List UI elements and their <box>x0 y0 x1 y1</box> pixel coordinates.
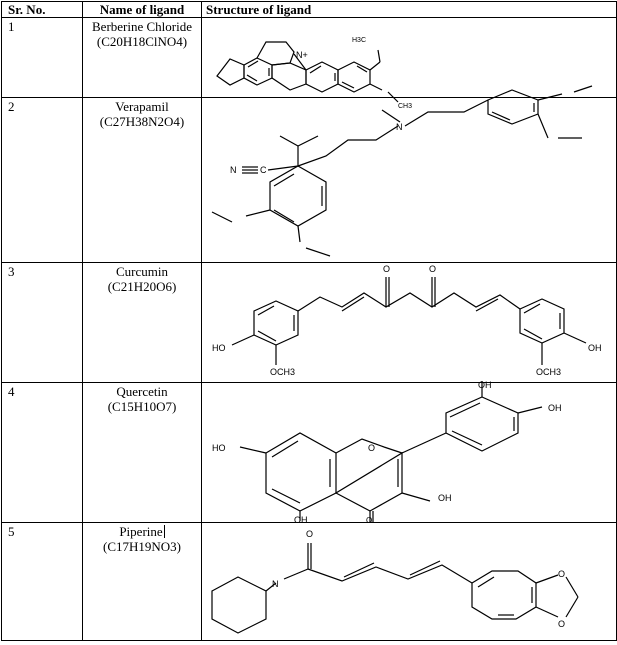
piperine-structure-icon: N O O O <box>211 529 579 634</box>
header-sr-no: Sr. No. <box>1 1 83 18</box>
ligand-name: Berberine Chloride <box>92 19 192 34</box>
sr-no-cell: 3 <box>1 262 83 383</box>
sr-no-cell: 5 <box>1 522 83 641</box>
table-row: 4 Quercetin (C15H10O7) HO OH O O <box>1 380 617 525</box>
structure-cell: N+ H3C CH3 <box>201 17 617 110</box>
name-cell: Berberine Chloride (C20H18ClNO4) <box>82 17 202 98</box>
dioxole-o2-label: O <box>558 619 565 629</box>
oh-right-label: OH <box>548 403 562 413</box>
text-cursor <box>163 525 165 538</box>
h3c-label: H3C <box>352 37 366 44</box>
amide-o-label: O <box>306 529 313 539</box>
table-row: 5 Piperine (C17H19NO3) N O <box>1 522 617 641</box>
piperidine-n-label: N <box>272 579 279 589</box>
table-row: 3 Curcumin (C21H20O6) HO OCH3 O O <box>1 262 617 383</box>
verapamil-structure-icon: N C N <box>211 85 593 257</box>
ligand-formula: (C21H20O6) <box>107 279 177 294</box>
ho-left-label: HO <box>212 443 226 453</box>
name-cell: Quercetin (C15H10O7) <box>82 382 202 523</box>
header-row: Sr. No. Name of ligand Structure of liga… <box>1 1 617 18</box>
ligand-name-line: Piperine <box>83 524 201 539</box>
ligand-formula: (C20H18ClNO4) <box>96 34 188 49</box>
ho-left-label: HO <box>212 343 226 353</box>
sr-no-cell: 2 <box>1 97 83 263</box>
keto-o2-label: O <box>429 264 436 274</box>
table-row: 1 Berberine Chloride (C20H18ClNO4) <box>1 17 617 110</box>
structure-cell: HO OCH3 O O OH OCH3 <box>201 262 617 383</box>
ligand-formula: (C27H38N2O4) <box>99 114 185 129</box>
oh-ring-label: OH <box>438 493 452 503</box>
oh-right-label: OH <box>588 343 602 353</box>
och3-right-label: OCH3 <box>536 367 561 377</box>
header-structure: Structure of ligand <box>201 1 617 18</box>
ligand-name: Curcumin <box>116 264 168 279</box>
quercetin-structure-icon: HO OH O O OH OH OH <box>212 380 562 525</box>
structure-cell: HO OH O O OH OH OH <box>201 380 617 525</box>
curcumin-structure-icon: HO OCH3 O O OH OCH3 <box>212 264 602 377</box>
ligand-name: Verapamil <box>115 99 169 114</box>
n-plus-label: N+ <box>296 50 308 60</box>
name-cell: Curcumin (C21H20O6) <box>82 262 202 383</box>
och3-left-label: OCH3 <box>270 367 295 377</box>
ligand-formula: (C17H19NO3) <box>103 539 181 554</box>
ligand-formula: (C15H10O7) <box>107 399 177 414</box>
structure-cell: N C N <box>201 85 617 263</box>
sr-no-cell: 1 <box>1 17 83 98</box>
header-name: Name of ligand <box>82 1 202 18</box>
name-cell: Piperine (C17H19NO3) <box>82 522 202 641</box>
nitrile-c-label: C <box>260 165 267 175</box>
ligand-name: Quercetin <box>116 384 168 399</box>
sr-no-cell: 4 <box>1 382 83 523</box>
amine-n-label: N <box>396 122 403 132</box>
oh-bottom-label: OH <box>294 515 308 525</box>
structure-cell: N O O O <box>201 522 617 641</box>
ring-o-label: O <box>368 443 375 453</box>
name-cell: Verapamil (C27H38N2O4) <box>82 97 202 263</box>
oh-top-label: OH <box>478 380 492 390</box>
ligand-name: Piperine <box>119 524 163 539</box>
berberine-structure-icon: N+ H3C CH3 <box>216 37 412 110</box>
keto-o1-label: O <box>383 264 390 274</box>
dioxole-o1-label: O <box>558 569 565 579</box>
table-row: 2 Verapamil (C27H38N2O4) N C N <box>1 85 617 263</box>
nitrile-n-label: N <box>230 165 237 175</box>
keto-o-label: O <box>366 516 372 525</box>
